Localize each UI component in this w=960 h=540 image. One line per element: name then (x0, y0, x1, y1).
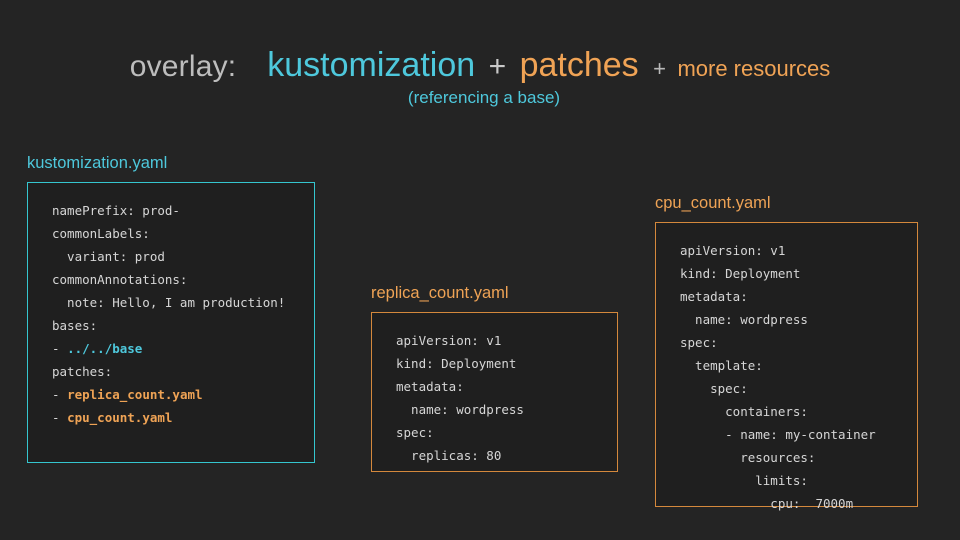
panel-label-kustomization: kustomization.yaml (27, 154, 168, 172)
codebox-replica-count: apiVersion: v1 kind: Deployment metadata… (371, 311, 618, 472)
panel-replica-count: replica_count.yaml apiVersion: v1 kind: … (371, 285, 618, 472)
panel-kustomization: kustomization.yaml namePrefix: prod- com… (27, 155, 315, 463)
title-subtitle: (referencing a base) (407, 88, 561, 107)
slide-title: overlay: kustomization + patches + more … (0, 48, 960, 106)
code-content-replica-count: apiVersion: v1 kind: Deployment metadata… (396, 332, 524, 463)
title-part-kustomization: kustomization (267, 46, 476, 84)
panel-label-cpu-count: cpu_count.yaml (655, 194, 771, 212)
codebox-kustomization: namePrefix: prod- commonLabels: variant:… (27, 181, 315, 463)
title-plus-first: + (488, 50, 507, 83)
codebox-cpu-count: apiVersion: v1 kind: Deployment metadata… (655, 221, 918, 511)
title-overlay-label: overlay: (129, 50, 237, 83)
panel-cpu-count: cpu_count.yaml apiVersion: v1 kind: Depl… (655, 194, 918, 511)
code-content-kustomization: namePrefix: prod- commonLabels: variant:… (52, 202, 286, 425)
title-part-patches: patches (519, 46, 639, 84)
code-content-cpu-count: apiVersion: v1 kind: Deployment metadata… (680, 242, 876, 511)
panel-label-replica-count: replica_count.yaml (371, 284, 509, 302)
title-plus-second: + (653, 56, 666, 81)
title-part-more-resources: more resources (677, 56, 831, 81)
title-line: overlay: kustomization + patches + more … (0, 48, 960, 82)
